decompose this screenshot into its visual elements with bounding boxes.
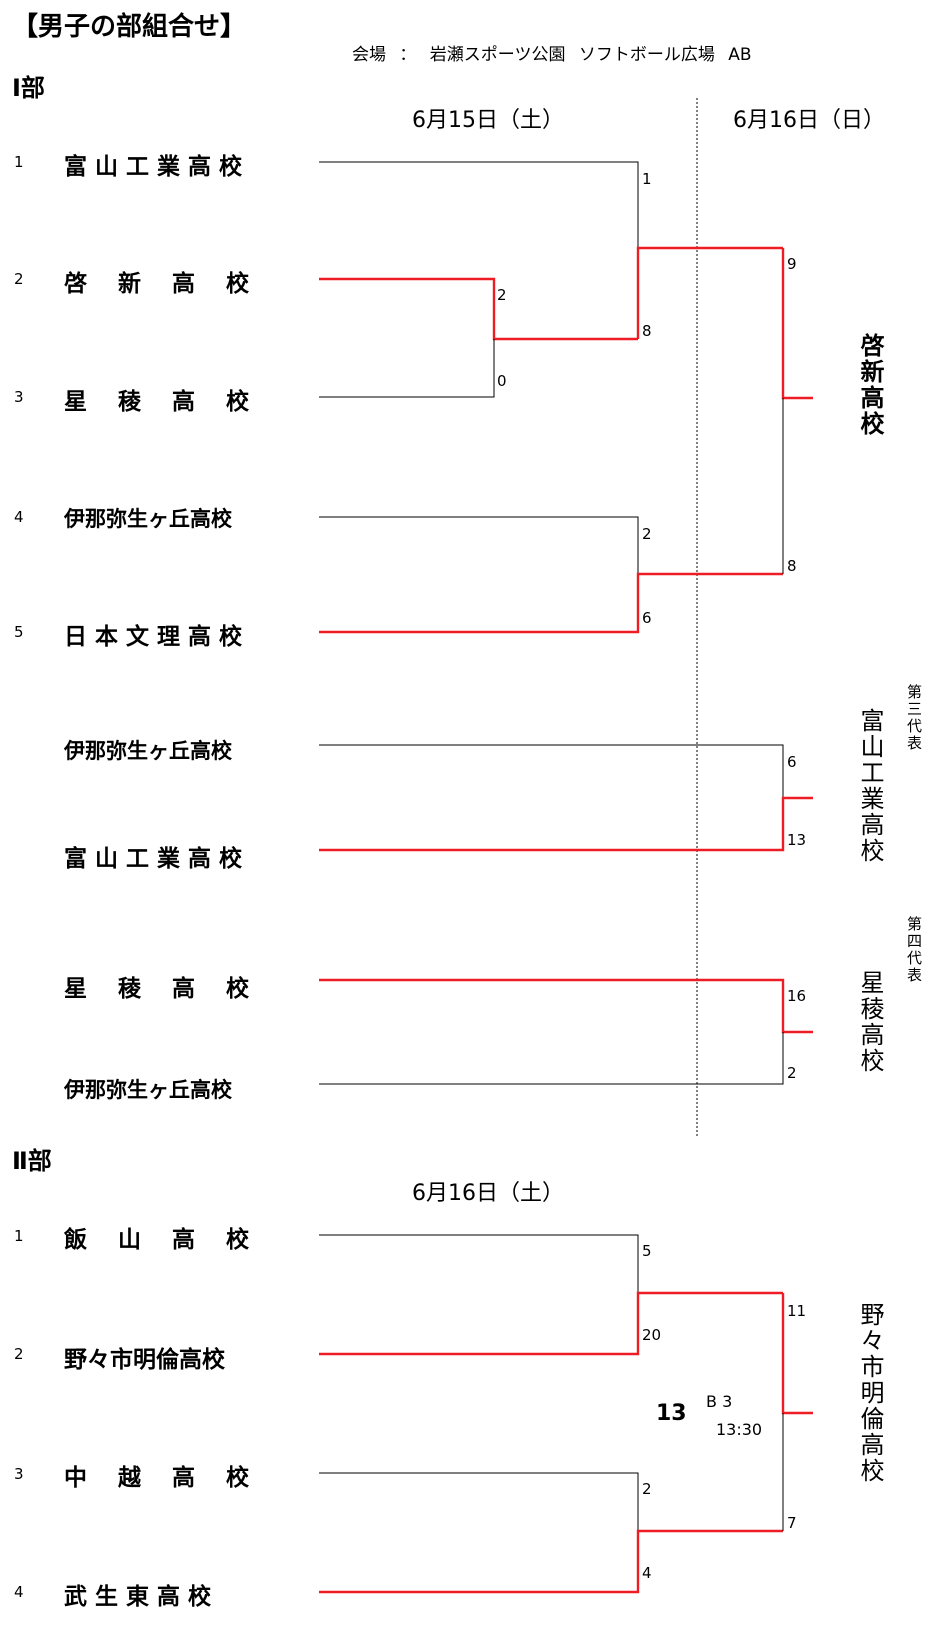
score: 2 — [497, 286, 507, 304]
match-time: 13:30 — [716, 1420, 763, 1439]
bracket-line-win — [319, 978, 813, 1034]
seed-number: 4 — [14, 1583, 24, 1601]
seed-number: 4 — [14, 508, 24, 526]
division-1-label: Ⅰ部 — [12, 74, 45, 102]
venue-label: 会場 ： 岩瀬スポーツ公園 ソフトボール広場 AB — [352, 45, 752, 65]
team-name: 富 山 工 業 高 校 — [64, 154, 243, 180]
score: 6 — [787, 753, 797, 771]
seed-number: 3 — [14, 388, 24, 406]
team-name: 伊那弥生ヶ丘高校 — [64, 739, 232, 763]
bracket-line — [319, 161, 639, 248]
seed-number: 3 — [14, 1465, 24, 1483]
page-title: 【男子の部組合せ】 — [12, 12, 247, 42]
bracket-line-win — [636, 246, 783, 339]
bracket-line — [319, 1234, 639, 1293]
score: 8 — [642, 322, 652, 340]
score: 1 — [642, 170, 652, 188]
division-2-label: Ⅱ部 — [12, 1147, 52, 1175]
score: 5 — [642, 1242, 652, 1260]
team-name: 富 山 工 業 高 校 — [64, 846, 243, 872]
team-name: 飯 山 高 校 — [64, 1227, 250, 1253]
score: 6 — [642, 609, 652, 627]
team-name: 啓 新 高 校 — [64, 271, 250, 297]
seed-number: 1 — [14, 153, 24, 171]
fourth-representative-team: 星稜高校 — [856, 970, 884, 1074]
score: 0 — [497, 372, 507, 390]
court-label: B 3 — [706, 1392, 733, 1411]
third-representative-team: 富山工業高校 — [856, 708, 884, 864]
team-name: 日 本 文 理 高 校 — [64, 624, 243, 650]
team-name: 星 稜 高 校 — [64, 976, 250, 1002]
score: 13 — [787, 831, 807, 849]
score: 2 — [642, 525, 652, 543]
team-name: 中 越 高 校 — [64, 1465, 250, 1491]
seed-number: 5 — [14, 623, 24, 641]
team-name: 伊那弥生ヶ丘高校 — [64, 507, 232, 531]
team-name: 伊那弥生ヶ丘高校 — [64, 1078, 232, 1102]
bracket-line-win — [319, 796, 813, 852]
team-name: 武 生 東 高 校 — [64, 1584, 212, 1610]
fourth-representative-label: 第四代表 — [905, 916, 923, 984]
bracket-line-win — [319, 1529, 783, 1594]
bracket-line-win — [319, 277, 638, 341]
score: 16 — [787, 987, 807, 1005]
third-representative-label: 第三代表 — [905, 684, 923, 752]
bracket-line — [319, 744, 784, 798]
seed-number: 2 — [14, 270, 24, 288]
score: 2 — [642, 1480, 652, 1498]
division-1-date-day2: 6月16日（日） — [733, 108, 885, 133]
seed-number: 2 — [14, 1345, 24, 1363]
division-1-champion: 啓新高校 — [856, 333, 884, 437]
team-name: 星 稜 高 校 — [64, 389, 250, 415]
division-2-champion: 野々市明倫高校 — [856, 1302, 884, 1484]
match-number: 13 — [656, 1401, 687, 1426]
bracket-line — [319, 1032, 784, 1085]
bracket-line — [319, 516, 639, 574]
bracket-line — [319, 339, 495, 398]
score: 20 — [642, 1326, 662, 1344]
score: 2 — [787, 1064, 797, 1082]
bracket-line — [319, 1472, 639, 1531]
division-1-date-day1: 6月15日（土） — [412, 108, 564, 133]
score: 8 — [787, 557, 797, 575]
score: 4 — [642, 1564, 652, 1582]
bracket-line-win — [319, 572, 783, 634]
score: 11 — [787, 1302, 807, 1320]
seed-number: 1 — [14, 1227, 24, 1245]
bracket-line-win — [319, 1291, 783, 1356]
team-name: 野々市明倫高校 — [64, 1347, 225, 1373]
score: 7 — [787, 1514, 797, 1532]
division-2-date: 6月16日（土） — [412, 1181, 564, 1206]
score: 9 — [787, 255, 797, 273]
